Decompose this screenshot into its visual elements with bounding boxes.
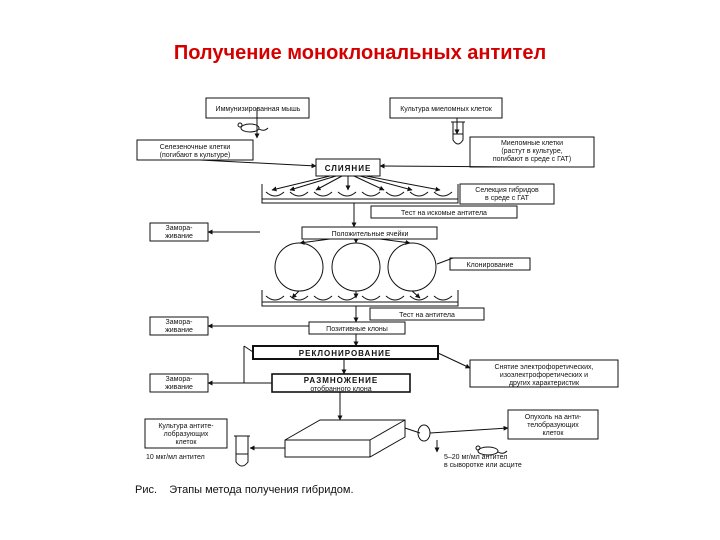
figure-caption: Рис. Этапы метода получения гибридом. bbox=[135, 484, 354, 496]
box-recloning bbox=[252, 345, 439, 360]
label-culture-ab: клеток bbox=[176, 439, 198, 446]
culture-flask-icon bbox=[284, 419, 431, 458]
label-hybrid-selection: в среде с ГАТ bbox=[485, 195, 530, 202]
label-concentration-left: 10 мкг/мл антител bbox=[146, 454, 205, 461]
label-myeloma-cells: погибают в среде с ГАТ) bbox=[493, 155, 571, 163]
well-plate bbox=[261, 290, 459, 307]
petri-dish-icon bbox=[331, 242, 381, 292]
label-characteristics: Снятие электрофоретических, bbox=[495, 364, 594, 371]
label-antibody-test-2: Тест на антитела bbox=[399, 312, 455, 319]
label-myeloma-cells: (растут в культуре, bbox=[501, 148, 562, 155]
mouse-icon bbox=[475, 445, 508, 456]
box-myeloma-culture bbox=[389, 97, 503, 119]
label-hybrid-selection: Селекция гибридов bbox=[475, 186, 539, 194]
slide-title: Получение моноклональных антител bbox=[173, 42, 547, 64]
well-plate bbox=[261, 184, 459, 204]
label-characteristics: изоэлектрофоретических и bbox=[500, 372, 588, 379]
box-myeloma-cells bbox=[469, 136, 595, 168]
label-positive-wells: Положительные ячейки bbox=[332, 230, 409, 238]
label-culture-ab: лобразующих bbox=[164, 430, 209, 438]
box-tumor bbox=[507, 409, 599, 440]
label-concentration-right: 5–20 мг/мл антител bbox=[444, 454, 507, 461]
box-culture-ab bbox=[144, 418, 228, 449]
box-positive-wells bbox=[301, 226, 438, 240]
label-expansion: РАЗМНОЖЕНИЕ bbox=[304, 376, 378, 385]
petri-dish-icon bbox=[387, 242, 437, 292]
label-antibody-test-1: Тест на искомые антитела bbox=[401, 210, 487, 217]
label-freezing: Замора- bbox=[166, 376, 194, 383]
label-freezing: живание bbox=[165, 327, 193, 334]
label-concentration-right: в сыворотке или асците bbox=[444, 462, 522, 469]
label-freezing: живание bbox=[165, 384, 193, 391]
box-hybrid-selection bbox=[459, 183, 555, 205]
label-tumor: клеток bbox=[543, 430, 565, 437]
label-tumor: телобразующих bbox=[527, 421, 579, 429]
petri-dish-icon bbox=[274, 242, 324, 292]
mouse-icon bbox=[237, 122, 269, 133]
label-recloning: РЕКЛОНИРОВАНИЕ bbox=[299, 349, 391, 358]
label-tumor: Опухоль на анти- bbox=[525, 414, 582, 421]
box-spleen-cells bbox=[136, 139, 254, 161]
label-spleen-cells: (погибают в культуре) bbox=[160, 151, 231, 159]
test-tube-icon bbox=[234, 435, 250, 467]
box-antibody-test-2 bbox=[369, 307, 485, 321]
label-spleen-cells: Селезеночные клетки bbox=[160, 144, 231, 151]
test-tube-icon bbox=[451, 121, 465, 145]
label-culture-ab: Культура антите- bbox=[158, 423, 214, 430]
label-positive-clones: Позитивные клоны bbox=[326, 326, 388, 333]
box-characteristics bbox=[469, 359, 619, 388]
label-freezing: живание bbox=[165, 233, 193, 240]
label-immunized-mouse: Иммунизированная мышь bbox=[216, 106, 301, 113]
label-myeloma-culture: Культура миеломных клеток bbox=[400, 106, 493, 113]
label-characteristics: других характеристик bbox=[509, 380, 580, 387]
label-cloning: Клонирование bbox=[467, 262, 514, 269]
label-freezing: Замора- bbox=[166, 319, 194, 326]
label-expansion: отобранного клона bbox=[310, 385, 371, 393]
label-myeloma-cells: Миеломные клетки bbox=[501, 140, 563, 147]
box-antibody-test-1 bbox=[370, 205, 518, 219]
label-freezing: Замора- bbox=[166, 225, 194, 232]
label-fusion: СЛИЯНИЕ bbox=[325, 164, 372, 173]
box-cloning bbox=[449, 257, 531, 271]
